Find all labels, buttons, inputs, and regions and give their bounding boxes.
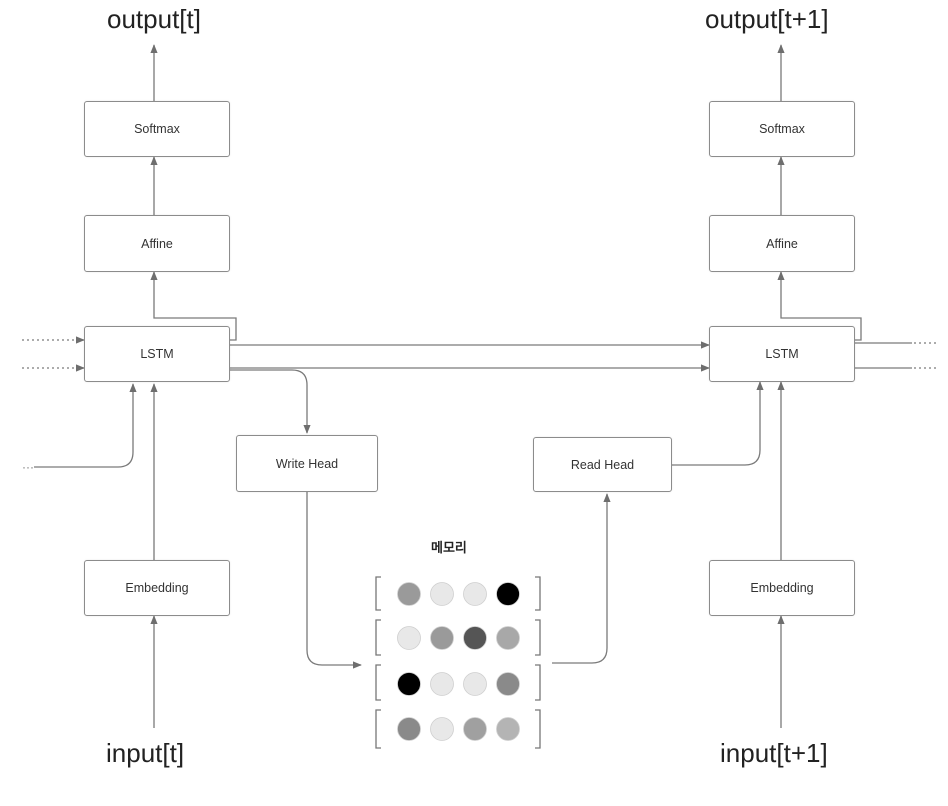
memory-cell bbox=[463, 672, 487, 696]
read-head-box: Read Head bbox=[533, 437, 672, 492]
right-lstm-box: LSTM bbox=[709, 326, 855, 382]
left-input-label: input[t] bbox=[106, 738, 185, 768]
left-affine-box: Affine bbox=[84, 215, 230, 272]
memory-cell bbox=[496, 582, 520, 606]
memory-cell bbox=[463, 626, 487, 650]
memory-cell bbox=[397, 717, 421, 741]
memory-cell bbox=[496, 672, 520, 696]
left-softmax-box: Softmax bbox=[84, 101, 230, 157]
right-input-label: input[t+1] bbox=[720, 738, 828, 768]
memory-cell bbox=[430, 717, 454, 741]
memory-brackets bbox=[375, 576, 541, 749]
arrow-read-head-to-lstm bbox=[672, 381, 764, 466]
memory-cell bbox=[430, 626, 454, 650]
ellipsis-left-mid: ··· bbox=[22, 460, 34, 474]
arrow-write-head-to-memory bbox=[306, 492, 362, 669]
arrow-left-lstm-to-affine bbox=[150, 271, 237, 341]
arrow-lstm-to-write-head bbox=[230, 369, 311, 434]
memory-cell-grid bbox=[397, 582, 520, 741]
memory-cell bbox=[397, 672, 421, 696]
arrow-right-lstm-to-affine bbox=[777, 271, 862, 341]
left-output-label: output[t] bbox=[107, 4, 201, 34]
left-embedding-box: Embedding bbox=[84, 560, 230, 616]
memory-cell bbox=[463, 582, 487, 606]
arrow-left-prev-read-to-lstm bbox=[34, 383, 137, 468]
right-softmax-box: Softmax bbox=[709, 101, 855, 157]
arrow-memory-to-read-head bbox=[552, 493, 611, 664]
memory-cell bbox=[496, 626, 520, 650]
memory-cell bbox=[430, 582, 454, 606]
memory-cell bbox=[397, 626, 421, 650]
memory-title: 메모리 bbox=[431, 541, 467, 556]
write-head-box: Write Head bbox=[236, 435, 378, 492]
memory-cell bbox=[430, 672, 454, 696]
left-lstm-box: LSTM bbox=[84, 326, 230, 382]
memory-cell bbox=[397, 582, 421, 606]
right-output-label: output[t+1] bbox=[705, 4, 829, 34]
memory-cell bbox=[463, 717, 487, 741]
memory-cell bbox=[496, 717, 520, 741]
right-embedding-box: Embedding bbox=[709, 560, 855, 616]
right-affine-box: Affine bbox=[709, 215, 855, 272]
